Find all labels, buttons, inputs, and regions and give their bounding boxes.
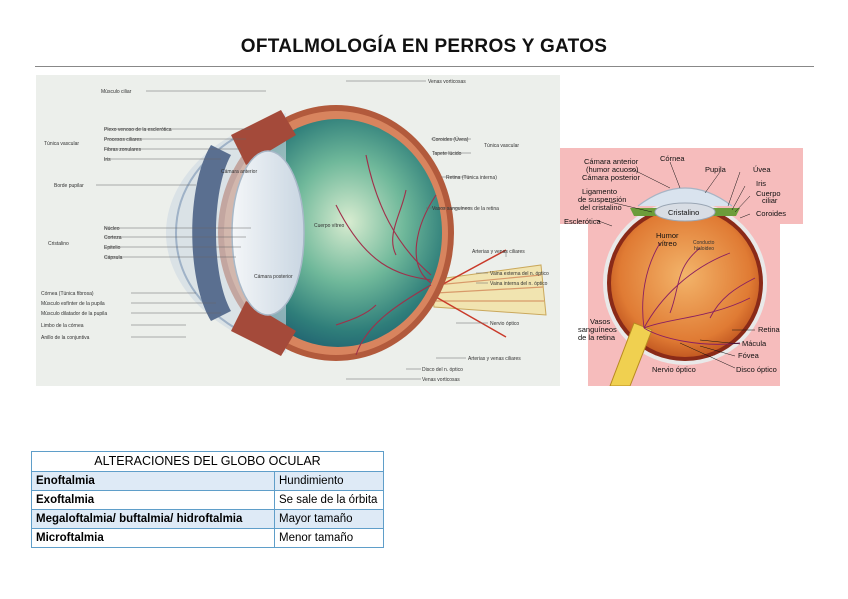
table-header-row: ALTERACIONES DEL GLOBO OCULAR: [31, 451, 384, 472]
label-vitreo: vítreo: [658, 239, 677, 248]
label-macula: Mácula: [742, 339, 767, 348]
label-de-suspension: de suspensión: [578, 195, 626, 204]
meaning-cell: Menor tamaño: [274, 528, 384, 548]
label-sanguineos: sanguíneos: [578, 325, 617, 334]
label-humor: Humor: [656, 231, 679, 240]
label-capsula: Cápsula: [104, 255, 123, 261]
meaning-cell: Se sale de la órbita: [274, 490, 384, 510]
label-camara-posterior: Cámara posterior: [254, 274, 293, 280]
table-header: ALTERACIONES DEL GLOBO OCULAR: [31, 451, 384, 472]
label-procesos-ciliares: Procesos ciliares: [104, 137, 142, 143]
meaning-cell: Hundimiento: [274, 471, 384, 491]
label-disco-optico: Disco óptico: [736, 365, 777, 374]
label-camara-posterior-r: Cámara posterior: [582, 173, 640, 182]
label-humor-acuoso: (humor acuoso): [586, 165, 639, 174]
label-del-cristalino: del cristalino: [580, 203, 622, 212]
label-conducto: Conducto: [693, 240, 715, 246]
label-borde-pupilar: Borde pupilar: [54, 183, 84, 189]
eye-cross-section-figure: Músculo ciliar Plexo venoso de la escler…: [36, 75, 560, 386]
term-cell: Exoftalmia: [31, 490, 275, 510]
label-plexo-venoso: Plexo venoso de la esclerótica: [104, 127, 172, 133]
label-coroides-uvea: Coroides (Úvea): [432, 136, 469, 143]
label-ligamento: Ligamento: [582, 187, 617, 196]
label-venas-vorticosas-top: Venas vorticosas: [428, 79, 466, 85]
alteraciones-table: ALTERACIONES DEL GLOBO OCULAR Enoftalmia…: [31, 451, 384, 548]
label-pupila: Pupila: [705, 165, 727, 174]
term-cell: Megaloftalmia/ buftalmia/ hidroftalmia: [31, 509, 275, 529]
label-fibras-zonulares: Fibras zonulares: [104, 147, 141, 153]
label-corteza: Corteza: [104, 235, 122, 241]
label-anillo-conjuntiva: Anillo de la conjuntiva: [41, 335, 90, 341]
label-hialoideo: hialoideo: [694, 246, 714, 252]
label-arterias-venas-ciliares-top: Arterias y venas ciliares: [472, 249, 525, 255]
label-retina-r: Retina: [758, 325, 781, 334]
meaning-cell: Mayor tamaño: [274, 509, 384, 529]
label-nervio-optico: Nervio óptico: [490, 321, 519, 327]
label-tapete-lucido: Tapete lúcido: [432, 151, 462, 157]
table-row: Exoftalmia Se sale de la órbita: [31, 490, 384, 510]
label-nucleo: Núcleo: [104, 226, 120, 232]
label-vaina-externa: Vaina externa del n. óptico: [490, 271, 549, 277]
label-vaina-interna: Vaina interna del n. óptico: [490, 281, 548, 287]
label-cornea-r: Córnea: [660, 154, 685, 163]
label-vasos: Vasos: [590, 317, 611, 326]
label-tunica-vascular-right: Túnica vascular: [484, 143, 519, 149]
label-nervio-optico-r: Nervio óptico: [652, 365, 696, 374]
page-title: OFTALMOLOGÍA EN PERROS Y GATOS: [240, 36, 608, 57]
table-row: Microftalmia Menor tamaño: [31, 528, 384, 548]
label-musculo-esfinter: Músculo esfínter de la pupila: [41, 301, 105, 307]
label-retina-tunica-interna: Retina (Túnica interna): [446, 175, 497, 181]
table-row: Enoftalmia Hundimiento: [31, 471, 384, 491]
label-camara-anterior: Cámara anterior: [221, 169, 257, 175]
label-musculo-ciliar: Músculo ciliar: [101, 89, 132, 95]
label-coroides-r: Coroides: [756, 209, 786, 218]
label-uvea: Úvea: [753, 165, 771, 174]
table-row: Megaloftalmia/ buftalmia/ hidroftalmia M…: [31, 509, 384, 529]
term-cell: Microftalmia: [31, 528, 275, 548]
title-rule: [35, 66, 814, 67]
label-limbo-cornea: Limbo de la córnea: [41, 323, 84, 329]
label-ciliar: ciliar: [762, 196, 778, 205]
label-disco-nervio-optico: Disco del n. óptico: [422, 367, 463, 373]
label-tunica-vascular-left: Túnica vascular: [44, 141, 79, 147]
label-cuerpo-vitreo: Cuerpo vítreo: [314, 223, 345, 229]
label-epitelio: Epitelio: [104, 245, 121, 251]
label-vasos-sanguineos-retina: Vasos sanguíneos de la retina: [432, 206, 499, 212]
label-esclerotica: Esclerótica: [564, 217, 602, 226]
label-cuerpo: Cuerpo: [756, 189, 781, 198]
term-cell: Enoftalmia: [31, 471, 275, 491]
label-cristalino-r: Cristalino: [668, 208, 699, 217]
label-camara-anterior-r: Cámara anterior: [584, 157, 639, 166]
label-musculo-dilatador: Músculo dilatador de la pupila: [41, 311, 107, 317]
label-iris-r: Iris: [756, 179, 766, 188]
label-de-la-retina: de la retina: [578, 333, 616, 342]
label-arterias-venas-ciliares-bottom: Arterias y venas ciliares: [468, 356, 521, 362]
label-venas-vorticosas-bottom: Venas vorticosas: [422, 377, 460, 383]
label-iris: Iris: [104, 157, 111, 163]
label-cristalino-left: Cristalino: [48, 241, 69, 247]
label-fovea: Fóvea: [738, 351, 760, 360]
label-cornea-tunica-fibrosa: Córnea (Túnica fibrosa): [41, 291, 94, 297]
eye-diagram-figure: Cámara anterior (humor acuoso) Cámara po…: [560, 148, 803, 386]
